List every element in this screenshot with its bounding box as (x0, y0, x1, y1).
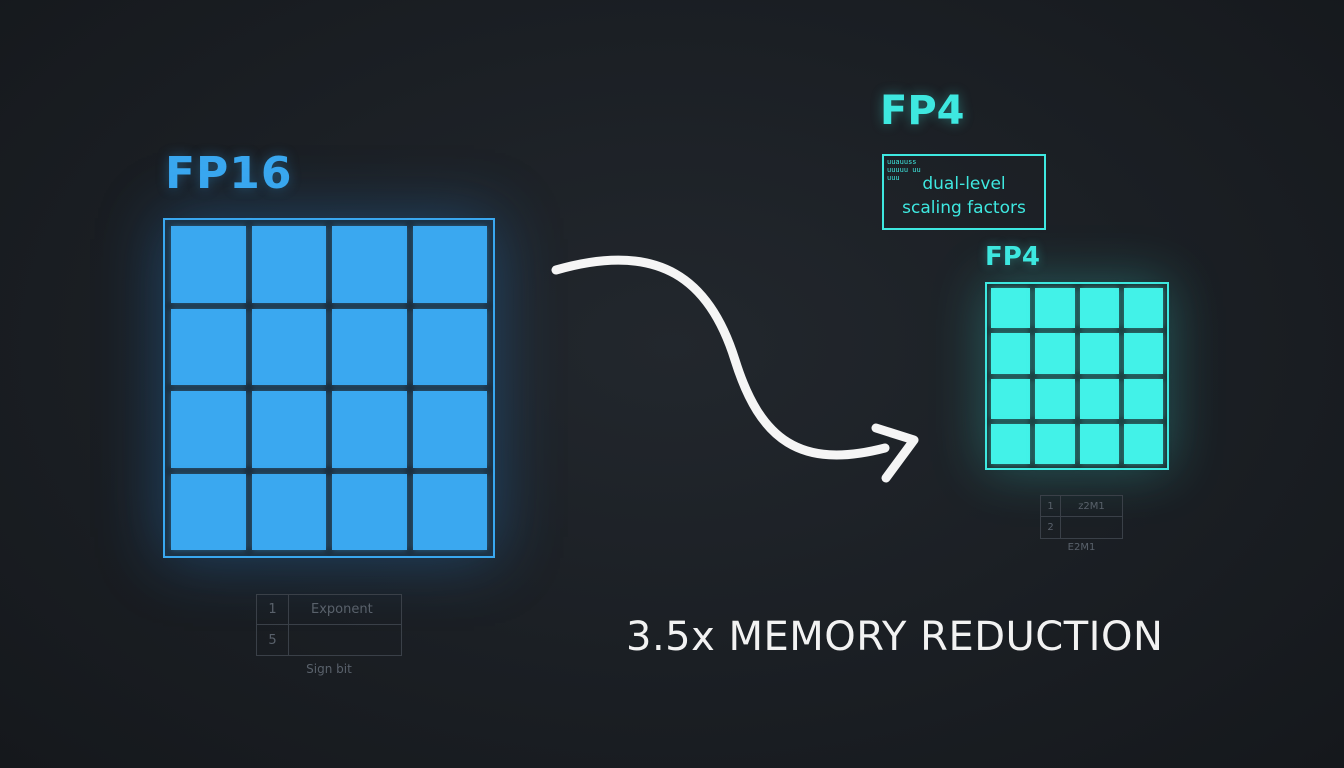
fp16-bits-cell-empty (289, 625, 401, 655)
fp4-matrix-cell (1123, 378, 1163, 419)
fp16-bits-cell: 5 (257, 625, 289, 655)
fp16-matrix-cell (251, 226, 326, 303)
fp16-matrix-cell (332, 308, 407, 385)
fp16-matrix-cell (171, 308, 246, 385)
fp16-title: FP16 (165, 148, 293, 199)
arrow-head (871, 423, 919, 483)
fp16-bits-cell: Exponent (289, 595, 401, 625)
fp4-matrix-cell (1079, 288, 1119, 329)
fp4-matrix-cell (1035, 333, 1075, 374)
fp16-matrix-cell (332, 391, 407, 468)
fp4-matrix-cell (1035, 288, 1075, 329)
fp4-bits-caption: E2M1 (1067, 542, 1096, 553)
fp4-matrix-title: FP4 (985, 242, 1040, 272)
fp16-matrix-cell (332, 473, 407, 550)
fp16-matrix-cell (251, 473, 326, 550)
fp16-bits-cell: 1 (257, 595, 289, 625)
fp4-matrix-cell (1035, 378, 1075, 419)
fp4-matrix-cell (1079, 423, 1119, 464)
fp4-matrix (985, 282, 1169, 470)
fp4-matrix-cell (991, 288, 1031, 329)
fp4-matrix-cell (1079, 378, 1119, 419)
scaling-label-line2: scaling factors (902, 198, 1026, 218)
fp4-matrix-cell (991, 423, 1031, 464)
fp16-bit-layout-table: 1 Exponent 5 (256, 594, 402, 656)
scaling-factors-box: uuauuss uuuuu uu uuu dual-level scaling … (882, 154, 1046, 230)
fp16-matrix-cell (171, 391, 246, 468)
fp16-matrix-cell (412, 391, 487, 468)
fp4-matrix-cell (1035, 423, 1075, 464)
fp16-matrix-cell (171, 473, 246, 550)
fp4-matrix-cell (991, 333, 1031, 374)
fp4-bits-cell: 1 (1041, 496, 1061, 517)
memory-reduction-headline: 3.5x MEMORY REDUCTION (626, 614, 1164, 660)
fp4-bits-cell-empty (1061, 517, 1122, 538)
fp16-matrix-cell (412, 473, 487, 550)
fp16-matrix-cell (332, 226, 407, 303)
fp16-matrix-cell (251, 391, 326, 468)
fp16-matrix-cell (412, 308, 487, 385)
scaling-label-line1: dual-level (922, 174, 1006, 194)
fp16-matrix-cell (251, 308, 326, 385)
fp4-matrix-cell (991, 378, 1031, 419)
fp4-matrix-cell (1123, 333, 1163, 374)
fp16-matrix (163, 218, 495, 558)
scaling-tiny-text: uuauuss uuuuu uu uuu (887, 158, 921, 182)
fp4-bits-cell: 2 (1041, 517, 1061, 538)
scaling-factors-label: dual-level scaling factors (884, 172, 1044, 220)
fp16-matrix-cell (412, 226, 487, 303)
fp4-matrix-cell (1123, 423, 1163, 464)
fp4-bit-layout-table: 1 z2M1 2 (1040, 495, 1123, 539)
arrow-curve (551, 255, 890, 460)
fp4-bits-cell: z2M1 (1061, 496, 1122, 517)
curved-arrow-icon (551, 255, 919, 483)
fp4-matrix-cell (1123, 288, 1163, 329)
fp16-matrix-cell (171, 226, 246, 303)
fp16-bits-caption: Sign bit (306, 662, 352, 676)
fp4-title-top: FP4 (880, 88, 965, 134)
fp4-matrix-cell (1079, 333, 1119, 374)
